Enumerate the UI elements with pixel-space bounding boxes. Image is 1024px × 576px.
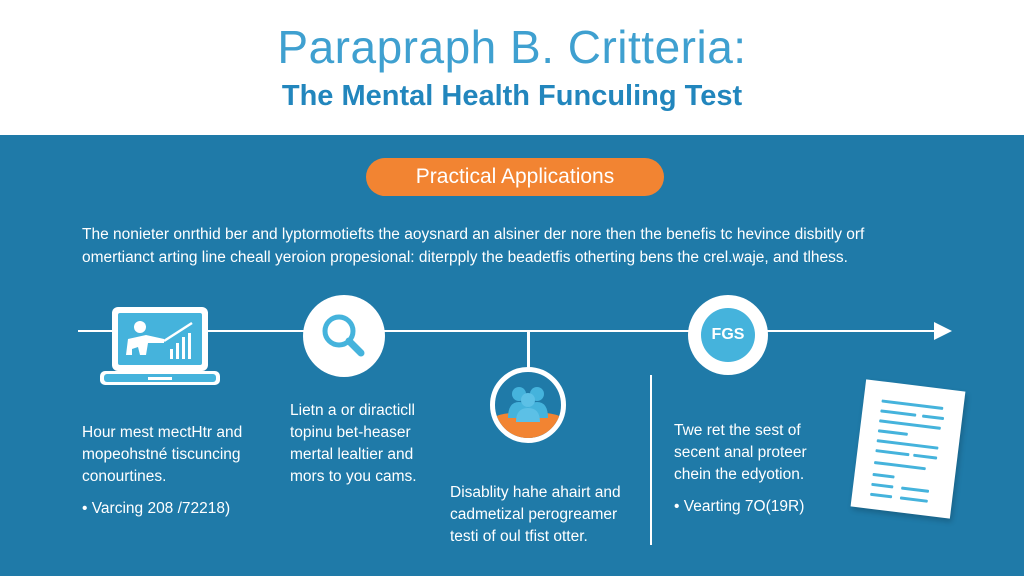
arrow-right-icon	[934, 322, 952, 340]
step-text-line: topinu bet-heaser	[290, 424, 411, 441]
step-text-line: Twe ret the sest of	[674, 422, 801, 439]
step-text-line: cadmetizal perogreamer	[450, 506, 618, 523]
step-text-line: secent anal proteer	[674, 444, 807, 461]
step-2-text: Lietn a or diracticll topinu bet-heaser …	[290, 400, 417, 488]
header: Parapraph B. Critteria: The Mental Healt…	[0, 0, 1024, 135]
divider-line	[650, 375, 652, 545]
magnifier-icon	[322, 314, 365, 357]
laptop-chart-icon	[100, 305, 220, 387]
step-text-line: mertal lealtier and	[290, 446, 414, 463]
step-4-text: Twe ret the sest of secent anal proteer …	[674, 420, 807, 518]
step-text-line: mopeohstné tiscuncing	[82, 446, 241, 463]
section-pill-badge: Practical Applications	[366, 158, 664, 196]
step-text-line: Disablity hahe ahairt and	[450, 484, 621, 501]
fgs-step-circle: FGS	[688, 295, 768, 375]
page-subtitle: The Mental Health Funculing Test	[281, 80, 743, 112]
people-group-icon	[495, 387, 561, 438]
intro-line: The nonieter onrthid ber and lyptormotie…	[82, 226, 865, 243]
step-text-line: Lietn a or diracticll	[290, 402, 415, 419]
search-step-circle	[303, 295, 385, 377]
step-3-text: Disablity hahe ahairt and cadmetizal per…	[450, 482, 621, 548]
step-text-line: Hour mest mectHtr and	[82, 424, 243, 441]
document-icon	[850, 379, 966, 519]
step-bullet: • Varcing 208 /72218)	[82, 500, 231, 517]
step-text-line: conourtines.	[82, 468, 167, 485]
step-bullet: • Vearting 7O(19R)	[674, 498, 805, 515]
main-panel: Practical Applications The nonieter onrt…	[0, 135, 1024, 576]
fgs-badge-icon: FGS	[701, 308, 755, 362]
intro-line: omertianct arting line cheall yeroion pr…	[82, 249, 848, 266]
page-title: Parapraph B. Critteria:	[277, 21, 747, 73]
timeline-line	[78, 330, 940, 332]
step-text-line: testi of oul tfist otter.	[450, 528, 588, 545]
step-text-line: mors to you cams.	[290, 468, 417, 485]
intro-paragraph: The nonieter onrthid ber and lyptormotie…	[82, 223, 962, 269]
people-step-circle	[490, 367, 566, 443]
connector-line	[527, 332, 530, 372]
step-text-line: chein the edyotion.	[674, 466, 805, 483]
step-1-text: Hour mest mectHtr and mopeohstné tiscunc…	[82, 422, 242, 520]
